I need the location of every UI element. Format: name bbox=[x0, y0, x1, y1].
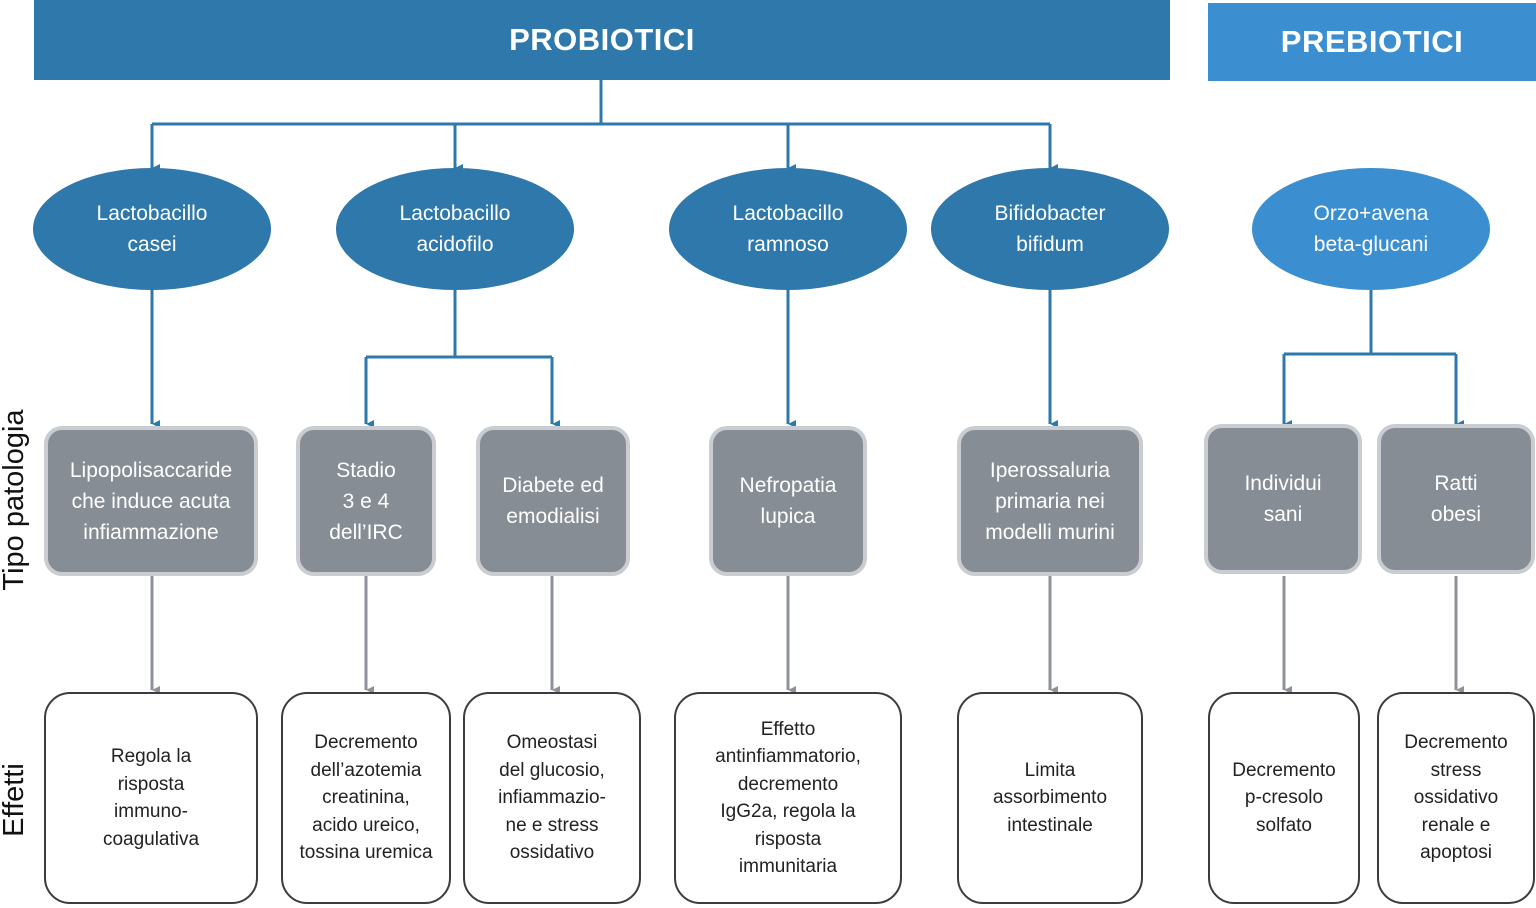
agent-orzo-avena: Orzo+avena beta-glucani bbox=[1252, 168, 1490, 290]
agent-lactobacillo-ramnoso: Lactobacillo ramnoso bbox=[669, 168, 907, 290]
effect-decremento-azotemia: Decremento dell’azotemia creatinina, aci… bbox=[281, 692, 451, 904]
agent-bifidobacter-bifidum: Bifidobacter bifidum bbox=[931, 168, 1169, 290]
probiotici-banner: PROBIOTICI bbox=[34, 0, 1170, 80]
pathology-individui-sani: Individui sani bbox=[1204, 424, 1362, 574]
agent-label: Lactobacillo acidofilo bbox=[399, 202, 511, 256]
agent-label: Bifidobacter bifidum bbox=[994, 202, 1106, 256]
pathology-diabete: Diabete ed emodialisi bbox=[476, 426, 630, 576]
pathology-nefropatia: Nefropatia lupica bbox=[709, 426, 867, 576]
prebiotici-title: PREBIOTICI bbox=[1280, 24, 1464, 59]
effect-limita-assorbimento: Limita assorbimento intestinale bbox=[957, 692, 1143, 904]
probiotici-title: PROBIOTICI bbox=[509, 22, 695, 57]
pathology-iperossaluria: Iperossaluria primaria nei modelli murin… bbox=[957, 426, 1143, 576]
effect-omeostasi-glucosio: Omeostasi del glucosio, infiammazio- ne … bbox=[463, 692, 641, 904]
pathology-ratti-obesi: Ratti obesi bbox=[1377, 424, 1535, 574]
agent-label: Lactobacillo casei bbox=[96, 202, 208, 256]
agent-label: Lactobacillo ramnoso bbox=[732, 202, 844, 256]
probiotici-branches bbox=[150, 80, 1456, 424]
row-label-effetti: Effetti bbox=[0, 763, 30, 837]
agent-label: Orzo+avena beta-glucani bbox=[1313, 202, 1429, 256]
prebiotici-banner: PREBIOTICI bbox=[1208, 3, 1536, 81]
row-label-tipo-patologia: Tipo patologia bbox=[0, 409, 30, 591]
effect-arrows bbox=[150, 576, 1456, 690]
pathology-stadio-irc: Stadio 3 e 4 dell’IRC bbox=[296, 426, 436, 576]
effect-risposta-immuno: Regola la risposta immuno- coagulativa bbox=[44, 692, 258, 904]
effect-stress-ossidativo: Decremento stress ossidativo renale e ap… bbox=[1377, 692, 1535, 904]
agent-lactobacillo-casei: Lactobacillo casei bbox=[33, 168, 271, 290]
effect-antinfiammatorio: Effetto antinfiammatorio, decremento IgG… bbox=[674, 692, 902, 904]
agent-lactobacillo-acidofilo: Lactobacillo acidofilo bbox=[336, 168, 574, 290]
effect-p-cresolo: Decremento p-cresolo solfato bbox=[1208, 692, 1360, 904]
pathology-lipopolisaccaride: Lipopolisaccaride che induce acuta infia… bbox=[44, 426, 258, 576]
